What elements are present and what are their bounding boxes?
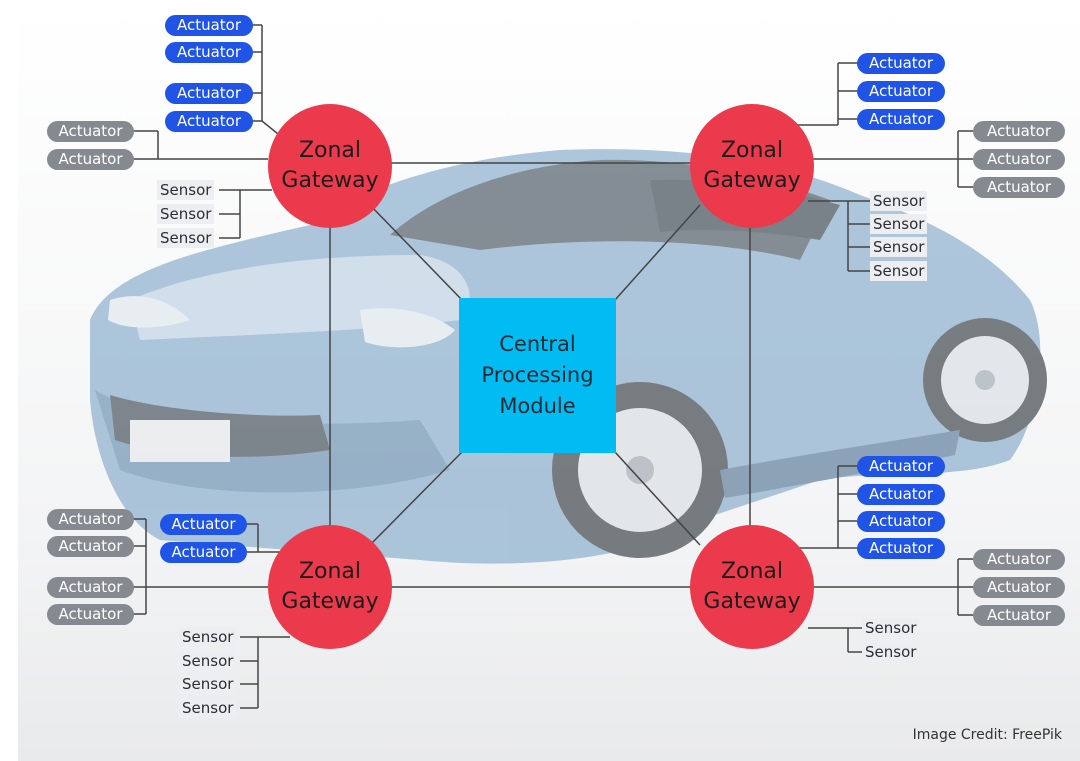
sensor-label: Sensor — [870, 191, 928, 211]
cpm-label-line3: Module — [499, 394, 576, 418]
actuator-pill: Actuator — [973, 549, 1065, 570]
actuator-pill: Actuator — [857, 538, 945, 559]
gateway-label-line2: Gateway — [281, 589, 379, 614]
gateway-label-line1: Zonal — [298, 138, 362, 163]
sensor-label: Sensor — [870, 261, 928, 281]
actuator-pill: Actuator — [47, 509, 134, 530]
cpm-label-line1: Central — [499, 332, 576, 356]
actuator-pill: Actuator — [857, 511, 945, 532]
actuator-pill: Actuator — [47, 604, 134, 625]
zonal-gateway-top-left: Zonal Gateway — [268, 104, 392, 228]
actuator-pill: Actuator — [160, 542, 247, 563]
gateway-label-line1: Zonal — [298, 559, 362, 584]
sensor-label: Sensor — [870, 214, 928, 234]
actuator-pill: Actuator — [160, 514, 247, 535]
actuator-pill: Actuator — [165, 111, 253, 132]
central-processing-module: Central Processing Module — [459, 298, 616, 453]
gateway-label-line2: Gateway — [703, 589, 801, 614]
gateway-label-line2: Gateway — [703, 168, 801, 193]
gateway-label-line1: Zonal — [720, 138, 784, 163]
image-credit: Image Credit: FreePik — [912, 727, 1062, 743]
actuator-pill: Actuator — [857, 81, 945, 102]
sensor-label: Sensor — [179, 627, 237, 647]
actuator-pill: Actuator — [857, 109, 945, 130]
cpm-label-line2: Processing — [481, 363, 594, 387]
gateway-label-line1: Zonal — [720, 559, 784, 584]
sensor-label: Sensor — [862, 618, 920, 638]
sensor-label: Sensor — [179, 698, 237, 718]
actuator-pill: Actuator — [165, 15, 253, 36]
actuator-pill: Actuator — [165, 83, 253, 104]
sensor-label: Sensor — [862, 642, 920, 662]
actuator-pill: Actuator — [973, 177, 1065, 198]
actuator-pill: Actuator — [47, 121, 134, 142]
actuator-pill: Actuator — [973, 121, 1065, 142]
sensor-label: Sensor — [157, 180, 215, 200]
actuator-pill: Actuator — [857, 484, 945, 505]
actuator-pill: Actuator — [973, 577, 1065, 598]
zonal-gateway-bottom-left: Zonal Gateway — [268, 525, 392, 649]
actuator-pill: Actuator — [973, 605, 1065, 626]
actuator-pill: Actuator — [165, 42, 253, 63]
actuator-pill: Actuator — [973, 149, 1065, 170]
actuator-pill: Actuator — [47, 536, 134, 557]
gateway-label-line2: Gateway — [281, 168, 379, 193]
zonal-gateway-bottom-right: Zonal Gateway — [690, 525, 814, 649]
sensor-label: Sensor — [179, 674, 237, 694]
zonal-gateway-top-right: Zonal Gateway — [690, 104, 814, 228]
sensor-label: Sensor — [870, 237, 928, 257]
actuator-pill: Actuator — [47, 577, 134, 598]
actuator-pill: Actuator — [857, 53, 945, 74]
actuator-pill: Actuator — [47, 149, 134, 170]
sensor-label: Sensor — [157, 228, 215, 248]
sensor-label: Sensor — [157, 204, 215, 224]
sensor-label: Sensor — [179, 651, 237, 671]
actuator-pill: Actuator — [857, 456, 945, 477]
